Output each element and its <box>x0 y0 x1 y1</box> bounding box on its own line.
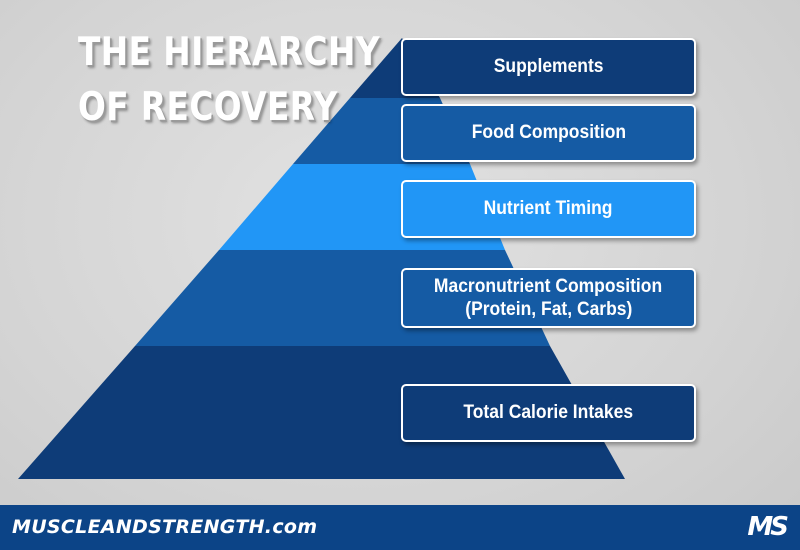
level-box-macronutrient-composition: Macronutrient Composition (Protein, Fat,… <box>401 268 696 328</box>
level-sublabel: (Protein, Fat, Carbs) <box>464 299 633 320</box>
footer-bar: MUSCLEANDSTRENGTH.com MS <box>0 505 800 550</box>
pyramid-tier-food-composition <box>293 98 402 164</box>
level-box-food-composition: Food Composition <box>401 104 696 162</box>
ms-logo-icon[interactable]: MS <box>747 512 789 542</box>
pyramid-tier-total-calorie <box>18 346 402 479</box>
title-line-1: THE HIERARCHY <box>78 30 380 75</box>
pyramid-tier-nutrient-timing <box>219 164 402 250</box>
level-label: Food Composition <box>471 122 626 144</box>
level-box-total-calorie-intakes: Total Calorie Intakes <box>401 384 696 442</box>
pyramid-tier-macronutrient <box>135 250 402 346</box>
level-label: Supplements <box>493 56 604 78</box>
level-box-nutrient-timing: Nutrient Timing <box>401 180 696 238</box>
site-name[interactable]: MUSCLEANDSTRENGTH.com <box>12 516 318 538</box>
pyramid-tier-supplements <box>350 38 402 98</box>
title-line-2: OF RECOVERY <box>78 85 338 130</box>
level-box-supplements: Supplements <box>401 38 696 96</box>
level-label: Nutrient Timing <box>484 198 613 220</box>
level-label: Total Calorie Intakes <box>463 402 634 424</box>
level-label: Macronutrient Composition <box>434 275 663 297</box>
